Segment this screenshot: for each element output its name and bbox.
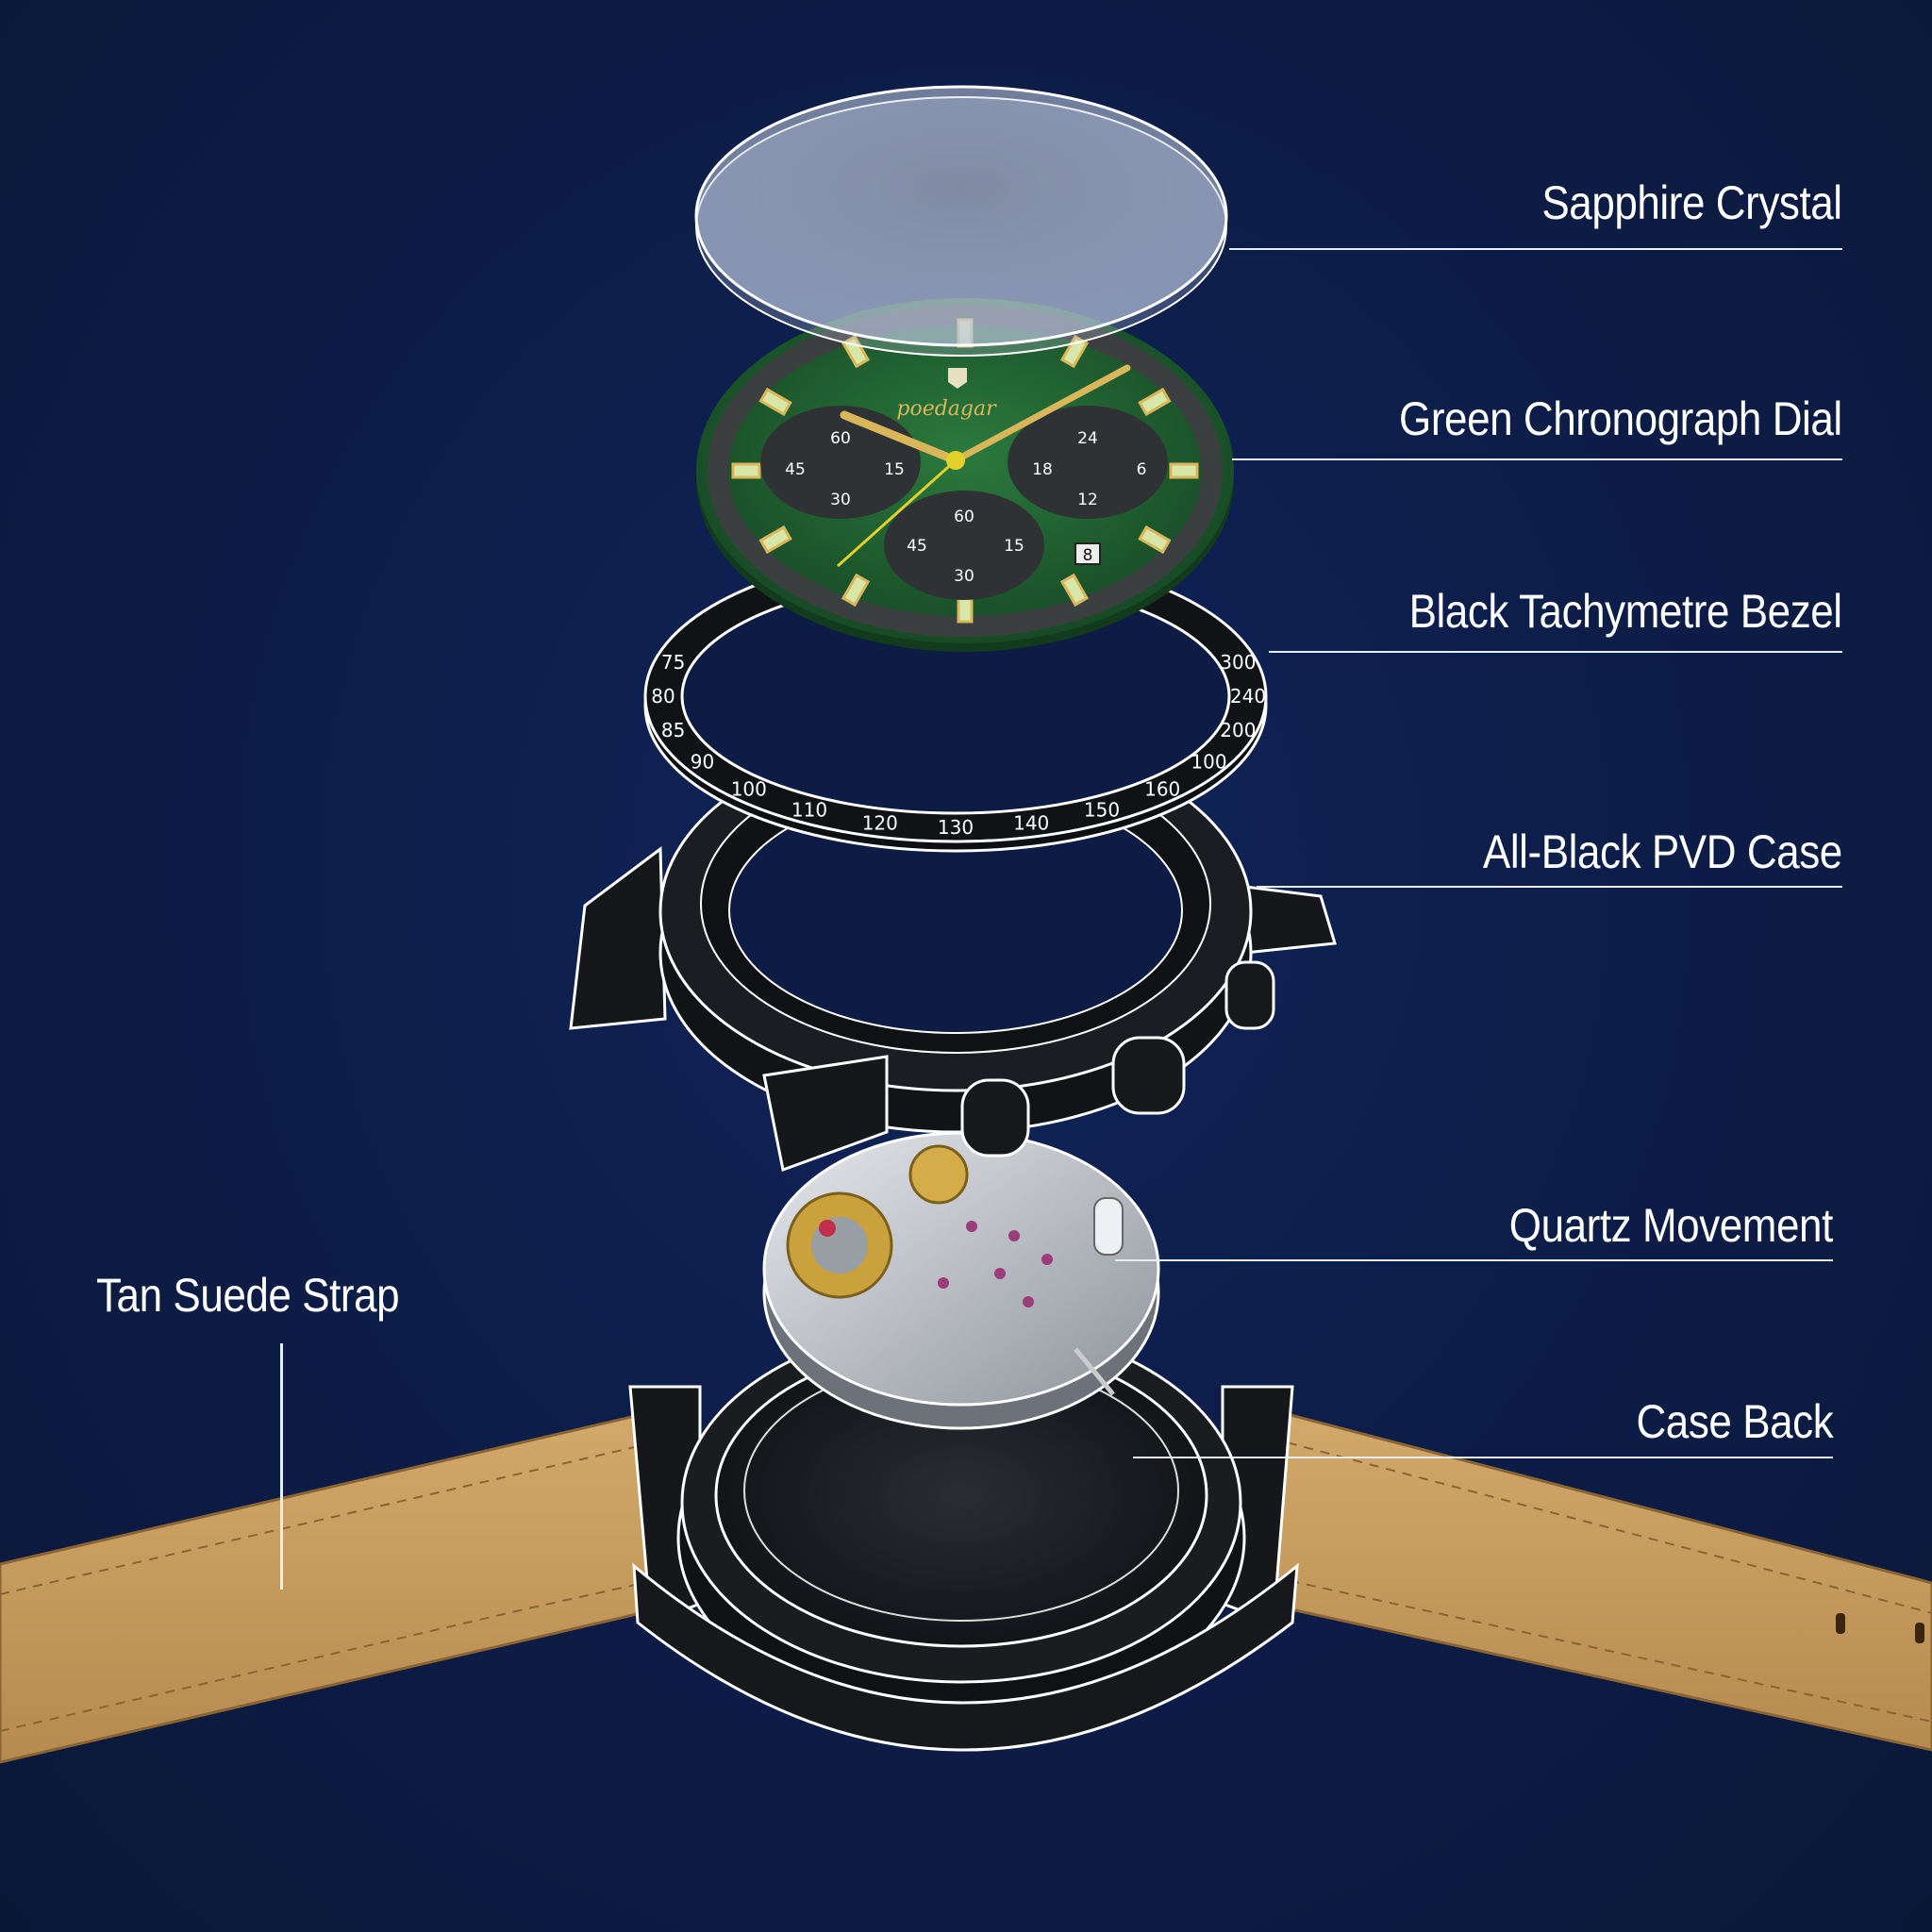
bezel-number: 150 bbox=[1084, 798, 1120, 821]
label-dial: Green Chronograph Dial bbox=[1399, 392, 1842, 445]
label-movement: Quartz Movement bbox=[1508, 1199, 1834, 1252]
subdial-label: 30 bbox=[830, 491, 851, 509]
hour-index bbox=[841, 573, 871, 608]
bezel-number: 75 bbox=[661, 651, 685, 674]
bezel-number: 120 bbox=[862, 811, 898, 834]
label-bezel: Black Tachymetre Bezel bbox=[1408, 585, 1842, 638]
seconds-hand bbox=[836, 458, 958, 568]
subdial-label: 15 bbox=[1004, 537, 1024, 556]
label-sapphire-crystal: Sapphire Crystal bbox=[1541, 176, 1843, 229]
leader-line bbox=[1115, 1259, 1833, 1261]
hour-index bbox=[1059, 334, 1090, 369]
brand-shield-icon bbox=[948, 368, 967, 389]
hour-index bbox=[731, 462, 761, 479]
minute-hand bbox=[952, 364, 1131, 464]
subdial-label: 60 bbox=[830, 429, 851, 448]
brand-logo-text: poedagar bbox=[896, 397, 997, 421]
right-subdial: 24 6 12 18 bbox=[1008, 406, 1168, 519]
quartz-movement bbox=[762, 1131, 1160, 1430]
left-subdial: 60 15 30 45 bbox=[760, 406, 921, 519]
label-strap: Tan Suede Strap bbox=[96, 1269, 400, 1322]
date-value: 8 bbox=[1083, 546, 1093, 565]
subdial-label: 6 bbox=[1137, 460, 1147, 479]
subdial-label: 45 bbox=[907, 537, 927, 556]
leader-line bbox=[1229, 248, 1842, 250]
crown bbox=[1111, 1036, 1186, 1115]
pusher-bottom bbox=[960, 1078, 1030, 1158]
bezel-number: 240 bbox=[1230, 685, 1266, 708]
leader-line bbox=[1133, 1457, 1833, 1458]
chronograph-dial: 60 15 30 45 24 6 12 18 60 15 30 45 8 poe… bbox=[696, 298, 1234, 652]
label-case: All-Black PVD Case bbox=[1483, 825, 1842, 878]
bezel-number: 100 bbox=[731, 777, 767, 800]
strap-hole bbox=[1915, 1623, 1924, 1643]
bezel-number: 90 bbox=[691, 751, 714, 774]
bezel-number: 160 bbox=[1144, 777, 1180, 800]
leader-line bbox=[280, 1343, 283, 1590]
subdial-label: 30 bbox=[954, 567, 974, 586]
leader-line bbox=[1232, 458, 1842, 460]
leader-line bbox=[1269, 651, 1842, 653]
subdial-label: 45 bbox=[785, 460, 806, 479]
hour-index bbox=[1059, 573, 1090, 608]
label-case-back: Case Back bbox=[1636, 1395, 1833, 1448]
date-window bbox=[1074, 542, 1101, 565]
hour-index bbox=[758, 387, 792, 417]
hour-index bbox=[1169, 462, 1199, 479]
bezel-number: 300 bbox=[1220, 651, 1256, 674]
strap-hole bbox=[1836, 1613, 1845, 1634]
bezel-number: 80 bbox=[651, 685, 675, 708]
bezel-number: 200 bbox=[1220, 719, 1256, 741]
pusher-top bbox=[1224, 960, 1275, 1030]
hour-hand bbox=[840, 410, 960, 465]
bezel-number: 110 bbox=[791, 798, 827, 821]
hour-index bbox=[758, 525, 792, 555]
subdial-label: 24 bbox=[1077, 429, 1098, 448]
subdial-label: 60 bbox=[954, 508, 974, 526]
hour-index bbox=[1138, 525, 1172, 555]
case-back bbox=[628, 1322, 1299, 1752]
bezel-number: 130 bbox=[938, 816, 974, 839]
bezel-numbers: 75 80 85 90 100 110 120 130 140 150 160 100 200 240 30… bbox=[651, 651, 1266, 839]
bezel-number: 85 bbox=[661, 719, 685, 741]
subdial-label: 15 bbox=[884, 460, 905, 479]
sapphire-crystal bbox=[694, 85, 1228, 357]
bezel-number: 140 bbox=[1013, 811, 1049, 834]
hour-index bbox=[1138, 387, 1172, 417]
bezel-number: 100 bbox=[1191, 751, 1226, 774]
subdial-label: 12 bbox=[1077, 491, 1098, 509]
leader-line bbox=[1257, 886, 1842, 888]
bottom-subdial: 60 15 30 45 bbox=[884, 491, 1044, 600]
subdial-label: 18 bbox=[1032, 460, 1053, 479]
